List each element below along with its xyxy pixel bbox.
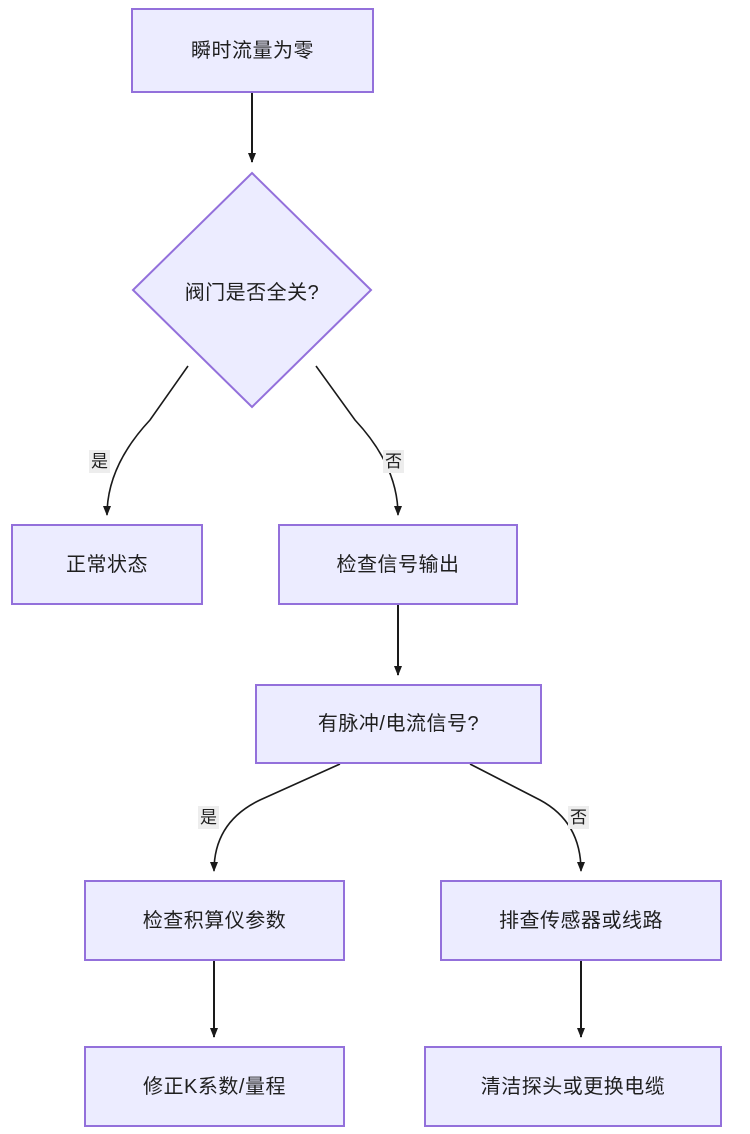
diamond-shape (131, 171, 373, 409)
node-label: 检查积算仪参数 (142, 909, 287, 932)
node-check-totalizer-params[interactable]: 检查积算仪参数 (84, 880, 345, 961)
node-valve-fully-closed-decision[interactable]: 阀门是否全关? (131, 171, 373, 409)
node-normal-status[interactable]: 正常状态 (11, 524, 203, 605)
node-label: 检查信号输出 (336, 553, 460, 576)
node-label: 正常状态 (66, 553, 148, 576)
node-label: 瞬时流量为零 (191, 39, 314, 62)
edge-n5-n6 (210, 763, 341, 872)
node-label: 清洁探头或更换电缆 (480, 1075, 666, 1098)
node-label: 修正K系数/量程 (143, 1075, 286, 1098)
node-label: 排查传感器或线路 (499, 909, 663, 932)
edge-label-no-valve: 否 (383, 450, 404, 473)
edge-label-yes-signal: 是 (198, 806, 219, 829)
node-check-signal-output[interactable]: 检查信号输出 (278, 524, 518, 605)
edge-n2-n3 (103, 365, 189, 516)
node-correct-k-factor-range[interactable]: 修正K系数/量程 (84, 1046, 345, 1127)
node-inspect-sensor-or-wiring[interactable]: 排查传感器或线路 (440, 880, 722, 961)
edge-n5-n7 (469, 763, 585, 872)
node-instant-flow-zero[interactable]: 瞬时流量为零 (131, 8, 374, 93)
node-label: 阀门是否全关? (184, 281, 320, 304)
edge-label-yes-valve: 是 (89, 450, 110, 473)
edge-label-no-signal: 否 (568, 806, 589, 829)
node-pulse-or-current-signal-decision[interactable]: 有脉冲/电流信号? (255, 684, 542, 764)
node-label: 有脉冲/电流信号? (317, 713, 480, 735)
node-clean-probe-or-replace-cable[interactable]: 清洁探头或更换电缆 (424, 1046, 722, 1127)
